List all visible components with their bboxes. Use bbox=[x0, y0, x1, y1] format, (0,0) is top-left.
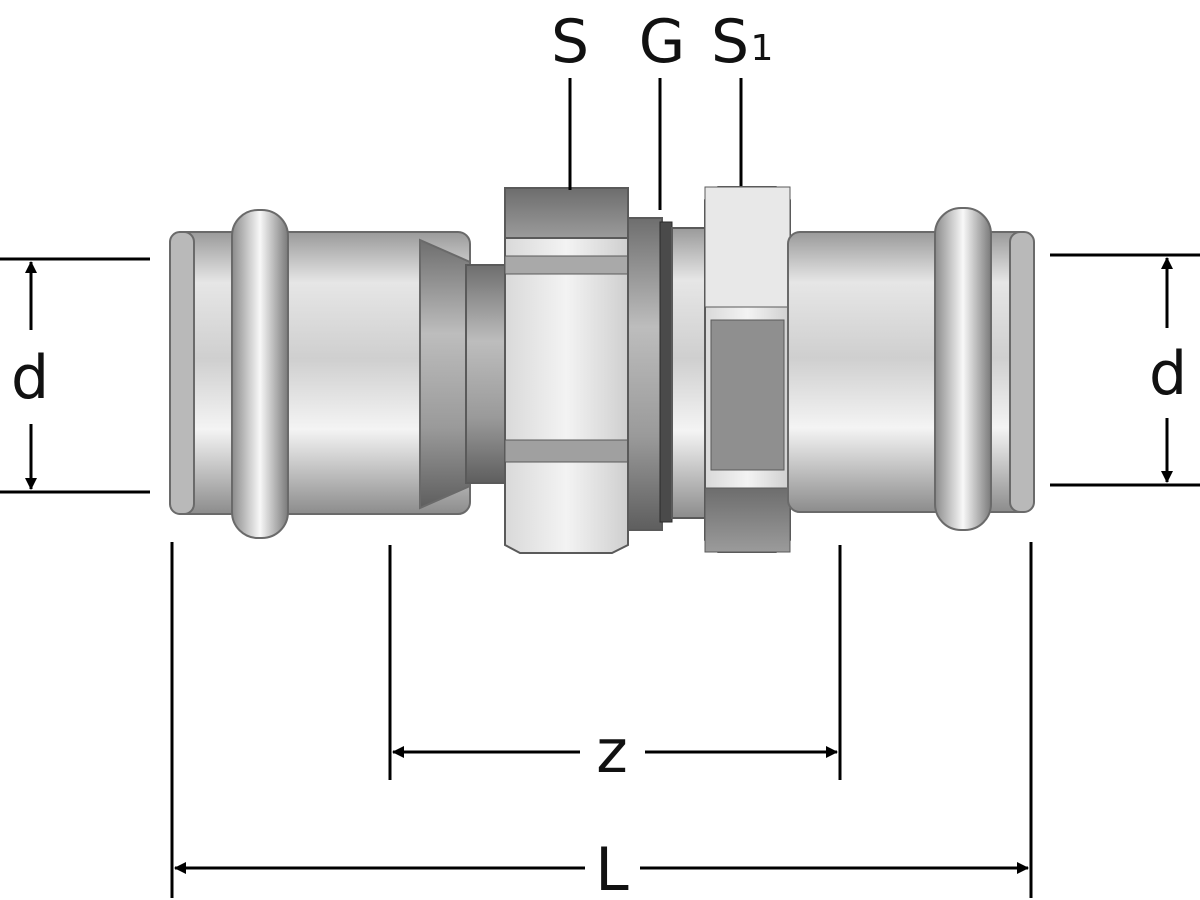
nut-s-collar bbox=[627, 217, 663, 531]
z-dimension bbox=[388, 545, 842, 780]
hex-body-s1 bbox=[704, 186, 791, 553]
hex-body-knurl-face bbox=[710, 319, 785, 471]
thread-section bbox=[671, 227, 707, 519]
left-diameter-dimension bbox=[0, 257, 150, 494]
left-press-bead bbox=[231, 209, 289, 539]
left-neck bbox=[465, 264, 507, 484]
right-press-socket bbox=[787, 207, 1035, 531]
union-nut-s bbox=[504, 187, 663, 554]
label-s1: S bbox=[711, 7, 749, 77]
label-s1-subscript: 1 bbox=[751, 28, 774, 69]
right-press-bead bbox=[934, 207, 992, 531]
l-dimension bbox=[170, 542, 1033, 898]
gasket-g bbox=[659, 221, 673, 523]
nut-s-top-face bbox=[504, 187, 629, 239]
label-diameter-left: d bbox=[11, 343, 49, 413]
fitting-body bbox=[169, 186, 1035, 554]
label-diameter-right: d bbox=[1149, 339, 1187, 409]
label-g: G bbox=[639, 7, 686, 77]
label-s: S bbox=[551, 7, 589, 77]
left-press-socket bbox=[169, 209, 471, 539]
label-l: L bbox=[595, 835, 629, 900]
leader-lines bbox=[568, 78, 743, 210]
label-z: z bbox=[596, 717, 628, 787]
right-diameter-dimension bbox=[1050, 253, 1200, 487]
